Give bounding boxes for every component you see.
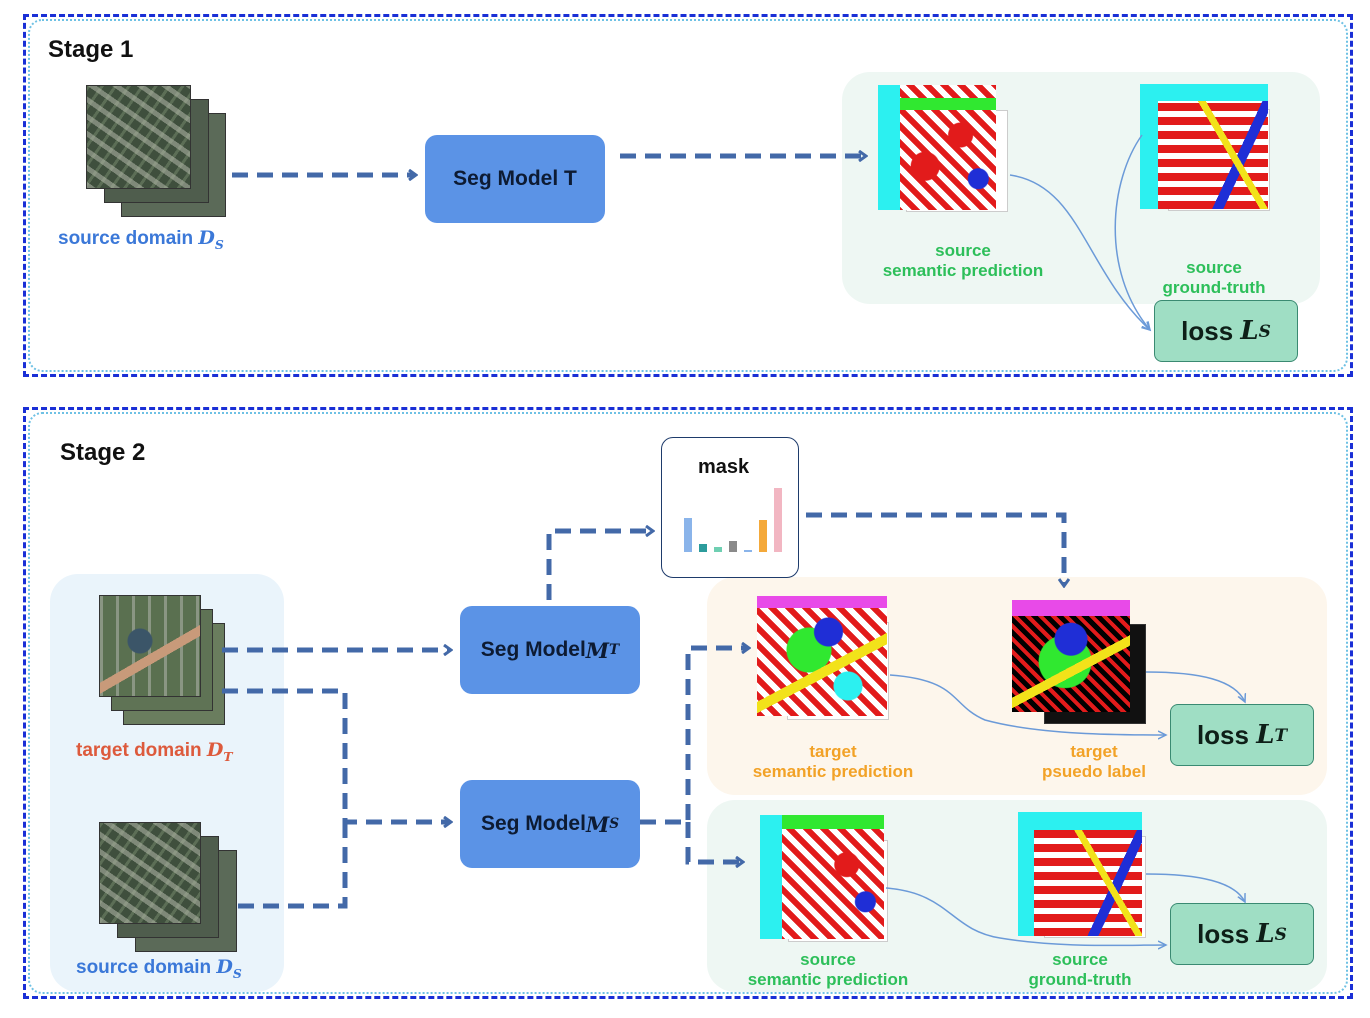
stage1-source-gt-image: [1140, 84, 1272, 212]
stage2-target-image-stack: [99, 595, 227, 725]
stage2-target-prediction-image: [757, 596, 892, 720]
stage2-title: Stage 2: [60, 439, 146, 466]
mask-title: mask: [698, 456, 750, 478]
stage1-frame: [23, 14, 1353, 377]
stage1-source-image-stack: [86, 85, 226, 217]
seg-model-t[interactable]: Seg Model T: [425, 135, 605, 223]
stage2-source-prediction-image: [760, 815, 890, 943]
stage2-source-gt-image: [1018, 812, 1146, 940]
stage2-target-pseudo-image: [1012, 600, 1146, 724]
stage1-source-prediction-image: [878, 85, 1008, 215]
stage1-source-domain-label: source domain DS: [58, 227, 224, 252]
stage2-target-domain-label: target domain DT: [76, 739, 233, 764]
stage1-title: Stage 1: [48, 36, 134, 63]
stage2-source-image-stack: [99, 822, 239, 952]
stage2-frame: [23, 407, 1353, 999]
stage2-source-domain-label: source domain DS: [76, 956, 242, 981]
